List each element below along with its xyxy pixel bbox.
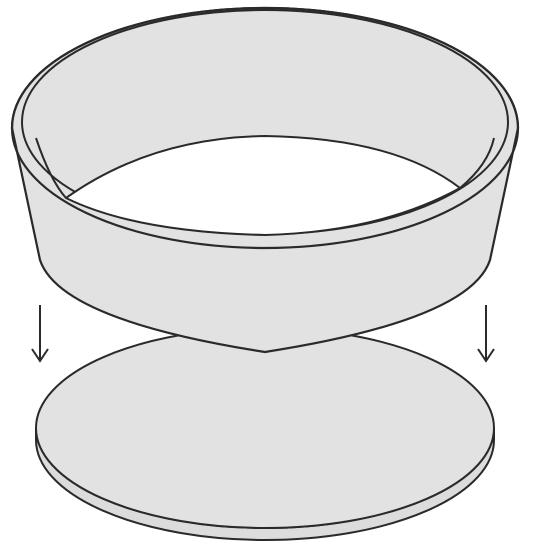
base-disc-top	[35, 327, 495, 529]
ring-outer-rim	[10, 6, 520, 250]
arrow-down-icon	[31, 305, 49, 363]
ring-opening	[66, 136, 460, 235]
ring-inner-wall-back	[65, 134, 461, 199]
arrow-down-icon	[477, 305, 495, 363]
ring-inner-wall-front	[35, 137, 495, 237]
base-disc	[35, 327, 495, 541]
ring	[10, 6, 520, 354]
